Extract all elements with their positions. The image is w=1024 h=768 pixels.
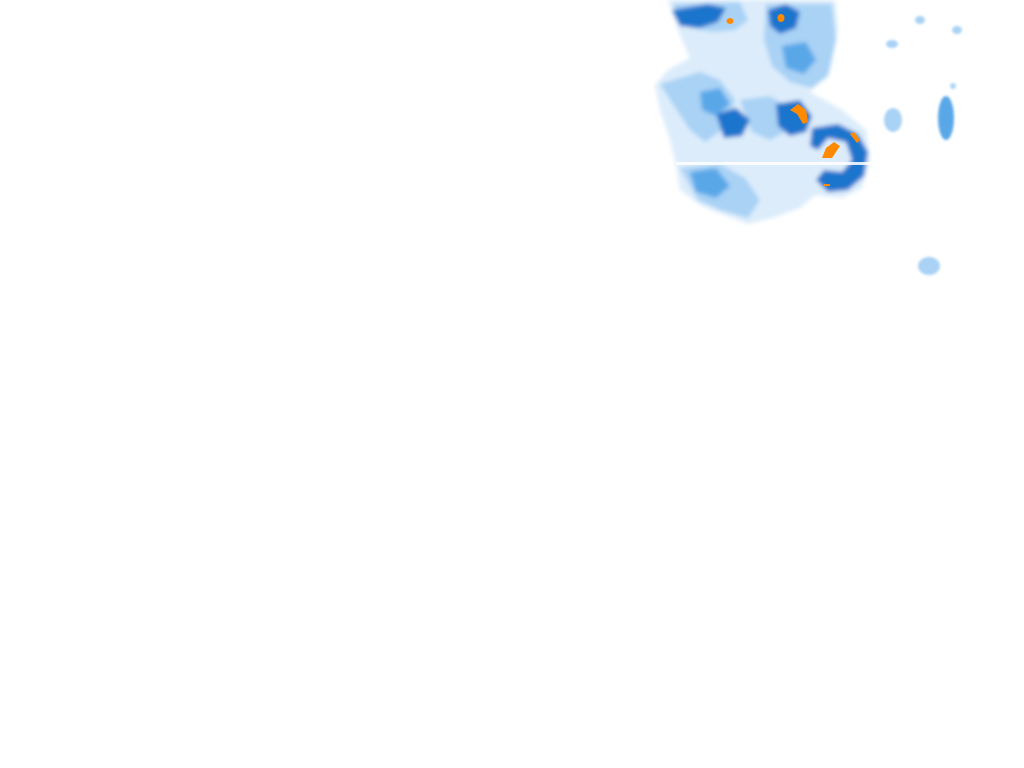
heavy-core-6	[824, 184, 830, 186]
heavy-precip-band	[672, 4, 868, 192]
heavy-core-4	[777, 14, 785, 22]
heavy-precip-cores	[726, 14, 860, 186]
radar-artifact-line	[676, 162, 872, 165]
precipitation-scattered-cells	[884, 16, 962, 275]
cell-east-4	[886, 40, 898, 48]
heavy-core-2	[822, 142, 840, 158]
precipitation-cluster-main	[655, 0, 870, 224]
cell-east-7	[950, 83, 956, 89]
cell-east-1	[938, 96, 954, 140]
medium-precip-detail	[690, 42, 816, 198]
cell-east-2	[884, 108, 902, 132]
cell-east-5	[915, 16, 925, 24]
heavy-core-3	[850, 132, 860, 143]
heavy-core-5	[726, 18, 734, 24]
cell-east-3	[918, 257, 940, 275]
cell-east-6	[952, 26, 962, 34]
heavy-core-1	[790, 104, 808, 124]
